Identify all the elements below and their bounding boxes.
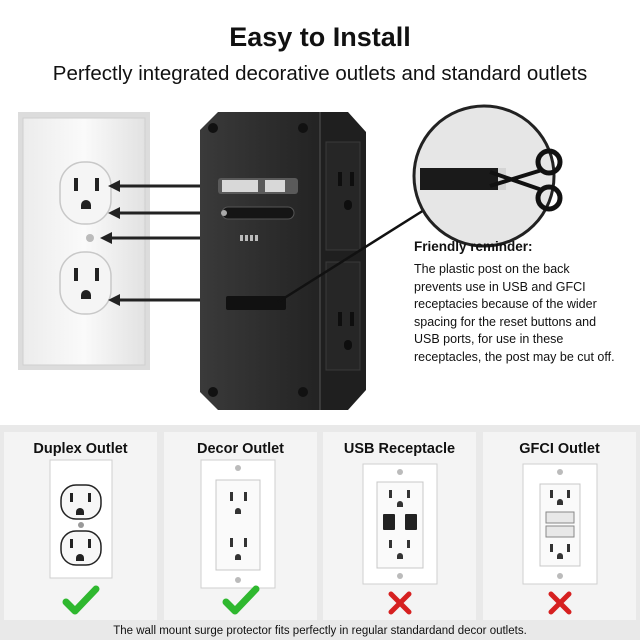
check-icon: [62, 585, 100, 615]
gfci-outlet-illustration: [522, 463, 598, 615]
pointer-line: [277, 198, 441, 304]
outlet-label: GFCI Outlet: [519, 441, 600, 457]
installation-illustration: [18, 104, 563, 410]
reminder-title: Friendly reminder:: [414, 239, 533, 254]
x-icon: [388, 591, 412, 615]
check-icon: [222, 585, 260, 615]
reminder-body: The plastic post on the back prevents us…: [414, 262, 615, 364]
footer-caption: The wall mount surge protector fits perf…: [113, 625, 527, 637]
wall-plate-illustration: [18, 112, 150, 370]
plate-screw: [86, 234, 94, 242]
outlet-label: USB Receptacle: [343, 441, 456, 457]
usb-port-icon: [383, 514, 395, 530]
duplex-outlet-illustration: [49, 459, 113, 615]
outlet-card-duplex: Duplex Outlet: [4, 432, 157, 620]
outlet-label: Duplex Outlet: [33, 441, 128, 457]
wall-outlet-lower: [59, 251, 112, 315]
test-button: [545, 511, 575, 524]
surge-protector-illustration: [200, 112, 366, 410]
outlet-label: Decor Outlet: [196, 441, 284, 457]
wall-outlet-upper: [59, 161, 112, 225]
outlet-card-decor: Decor Outlet: [164, 432, 317, 620]
usb-port-icon: [405, 514, 417, 530]
x-icon: [548, 591, 572, 615]
outlet-card-usb: USB Receptacle: [323, 432, 476, 620]
scissors-icon: [489, 148, 563, 212]
usb-receptacle-illustration: [362, 463, 438, 615]
page-title: Easy to Install: [229, 22, 411, 52]
reset-button: [545, 525, 575, 538]
outlet-card-gfci: GFCI Outlet: [483, 432, 636, 620]
decor-outlet-illustration: [200, 459, 276, 615]
magnified-post-illustration: [412, 104, 556, 248]
page-subtitle: Perfectly integrated decorative outlets …: [52, 62, 588, 85]
